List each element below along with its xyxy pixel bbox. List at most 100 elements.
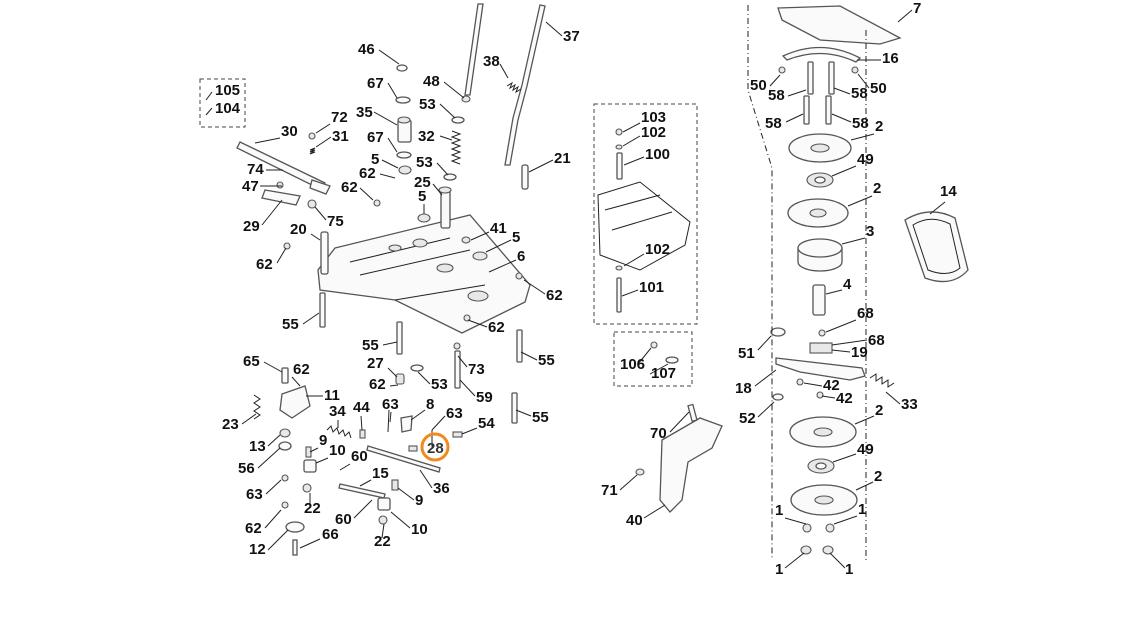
callout-63[interactable]: 63 <box>246 486 263 503</box>
callout-50[interactable]: 50 <box>750 77 767 94</box>
callout-1[interactable]: 1 <box>775 502 783 519</box>
callout-49[interactable]: 49 <box>857 441 874 458</box>
callout-5[interactable]: 5 <box>418 188 426 205</box>
callout-25[interactable]: 25 <box>414 174 431 191</box>
callout-34[interactable]: 34 <box>329 403 346 420</box>
callout-12[interactable]: 12 <box>249 541 266 558</box>
callout-18[interactable]: 18 <box>735 380 752 397</box>
callout-5[interactable]: 5 <box>371 151 379 168</box>
callout-62[interactable]: 62 <box>245 520 262 537</box>
callout-55[interactable]: 55 <box>532 409 549 426</box>
callout-62[interactable]: 62 <box>341 179 358 196</box>
callout-62[interactable]: 62 <box>256 256 273 273</box>
callout-47[interactable]: 47 <box>242 178 259 195</box>
callout-67[interactable]: 67 <box>367 75 384 92</box>
callout-58[interactable]: 58 <box>851 85 868 102</box>
callout-65[interactable]: 65 <box>243 353 260 370</box>
callout-14[interactable]: 14 <box>940 183 957 200</box>
callout-1[interactable]: 1 <box>845 561 853 578</box>
callout-27[interactable]: 27 <box>367 355 384 372</box>
callout-6[interactable]: 6 <box>517 248 525 265</box>
callout-22[interactable]: 22 <box>304 500 321 517</box>
callout-1[interactable]: 1 <box>858 501 866 518</box>
callout-8[interactable]: 8 <box>426 396 434 413</box>
callout-70[interactable]: 70 <box>650 425 667 442</box>
callout-48[interactable]: 48 <box>423 73 440 90</box>
callout-2[interactable]: 2 <box>875 402 883 419</box>
callout-41[interactable]: 41 <box>490 220 507 237</box>
callout-21[interactable]: 21 <box>554 150 571 167</box>
callout-107[interactable]: 107 <box>651 365 676 382</box>
callout-74[interactable]: 74 <box>247 161 264 178</box>
callout-1[interactable]: 1 <box>775 561 783 578</box>
callout-103[interactable]: 103 <box>641 109 666 126</box>
callout-30[interactable]: 30 <box>281 123 298 140</box>
callout-55[interactable]: 55 <box>282 316 299 333</box>
callout-19[interactable]: 19 <box>851 344 868 361</box>
callout-104[interactable]: 104 <box>215 100 241 117</box>
callout-22[interactable]: 22 <box>374 533 391 550</box>
callout-10[interactable]: 10 <box>329 442 346 459</box>
callout-53[interactable]: 53 <box>431 376 448 393</box>
callout-9[interactable]: 9 <box>319 432 327 449</box>
callout-101[interactable]: 101 <box>639 279 664 296</box>
callout-105[interactable]: 105 <box>215 82 240 99</box>
callout-38[interactable]: 38 <box>483 53 500 70</box>
callout-66[interactable]: 66 <box>322 526 339 543</box>
callout-62[interactable]: 62 <box>488 319 505 336</box>
callout-53[interactable]: 53 <box>419 96 436 113</box>
callout-2[interactable]: 2 <box>873 180 881 197</box>
callout-40[interactable]: 40 <box>626 512 643 529</box>
callout-59[interactable]: 59 <box>476 389 493 406</box>
callout-10[interactable]: 10 <box>411 521 428 538</box>
callout-4[interactable]: 4 <box>843 276 852 293</box>
callout-63[interactable]: 63 <box>382 396 399 413</box>
callout-2[interactable]: 2 <box>874 468 882 485</box>
callout-49[interactable]: 49 <box>857 151 874 168</box>
callout-73[interactable]: 73 <box>468 361 485 378</box>
callout-53[interactable]: 53 <box>416 154 433 171</box>
callout-2[interactable]: 2 <box>875 118 883 135</box>
callout-29[interactable]: 29 <box>243 218 260 235</box>
callout-37[interactable]: 37 <box>563 28 580 45</box>
callout-9[interactable]: 9 <box>415 492 423 509</box>
callout-28[interactable]: 28 <box>427 440 444 457</box>
callout-54[interactable]: 54 <box>478 415 495 432</box>
callout-63[interactable]: 63 <box>446 405 463 422</box>
callout-23[interactable]: 23 <box>222 416 239 433</box>
callout-13[interactable]: 13 <box>249 438 266 455</box>
callout-62[interactable]: 62 <box>359 165 376 182</box>
selected-callout-ring[interactable] <box>420 432 450 462</box>
callout-58[interactable]: 58 <box>765 115 782 132</box>
callout-3[interactable]: 3 <box>866 223 874 240</box>
callout-58[interactable]: 58 <box>852 115 869 132</box>
callout-67[interactable]: 67 <box>367 129 384 146</box>
callout-5[interactable]: 5 <box>512 229 520 246</box>
callout-62[interactable]: 62 <box>546 287 563 304</box>
callout-46[interactable]: 46 <box>358 41 375 58</box>
callout-7[interactable]: 7 <box>913 0 921 17</box>
callout-50[interactable]: 50 <box>870 80 887 97</box>
callout-52[interactable]: 52 <box>739 410 756 427</box>
callout-106[interactable]: 106 <box>620 356 645 373</box>
callout-102[interactable]: 102 <box>645 241 670 258</box>
callout-32[interactable]: 32 <box>418 128 435 145</box>
callout-72[interactable]: 72 <box>331 109 348 126</box>
callout-35[interactable]: 35 <box>356 104 373 121</box>
callout-11[interactable]: 11 <box>324 387 340 404</box>
callout-36[interactable]: 36 <box>433 480 450 497</box>
callout-60[interactable]: 60 <box>351 448 368 465</box>
callout-16[interactable]: 16 <box>882 50 899 67</box>
callout-42[interactable]: 42 <box>823 377 840 394</box>
callout-100[interactable]: 100 <box>645 146 670 163</box>
callout-68[interactable]: 68 <box>868 332 885 349</box>
callout-55[interactable]: 55 <box>362 337 379 354</box>
callout-33[interactable]: 33 <box>901 396 918 413</box>
callout-42[interactable]: 42 <box>836 390 853 407</box>
callout-58[interactable]: 58 <box>768 87 785 104</box>
callout-31[interactable]: 31 <box>332 128 349 145</box>
callout-75[interactable]: 75 <box>327 213 344 230</box>
callout-71[interactable]: 71 <box>601 482 618 499</box>
callout-102[interactable]: 102 <box>641 124 666 141</box>
callout-60[interactable]: 60 <box>335 511 352 528</box>
